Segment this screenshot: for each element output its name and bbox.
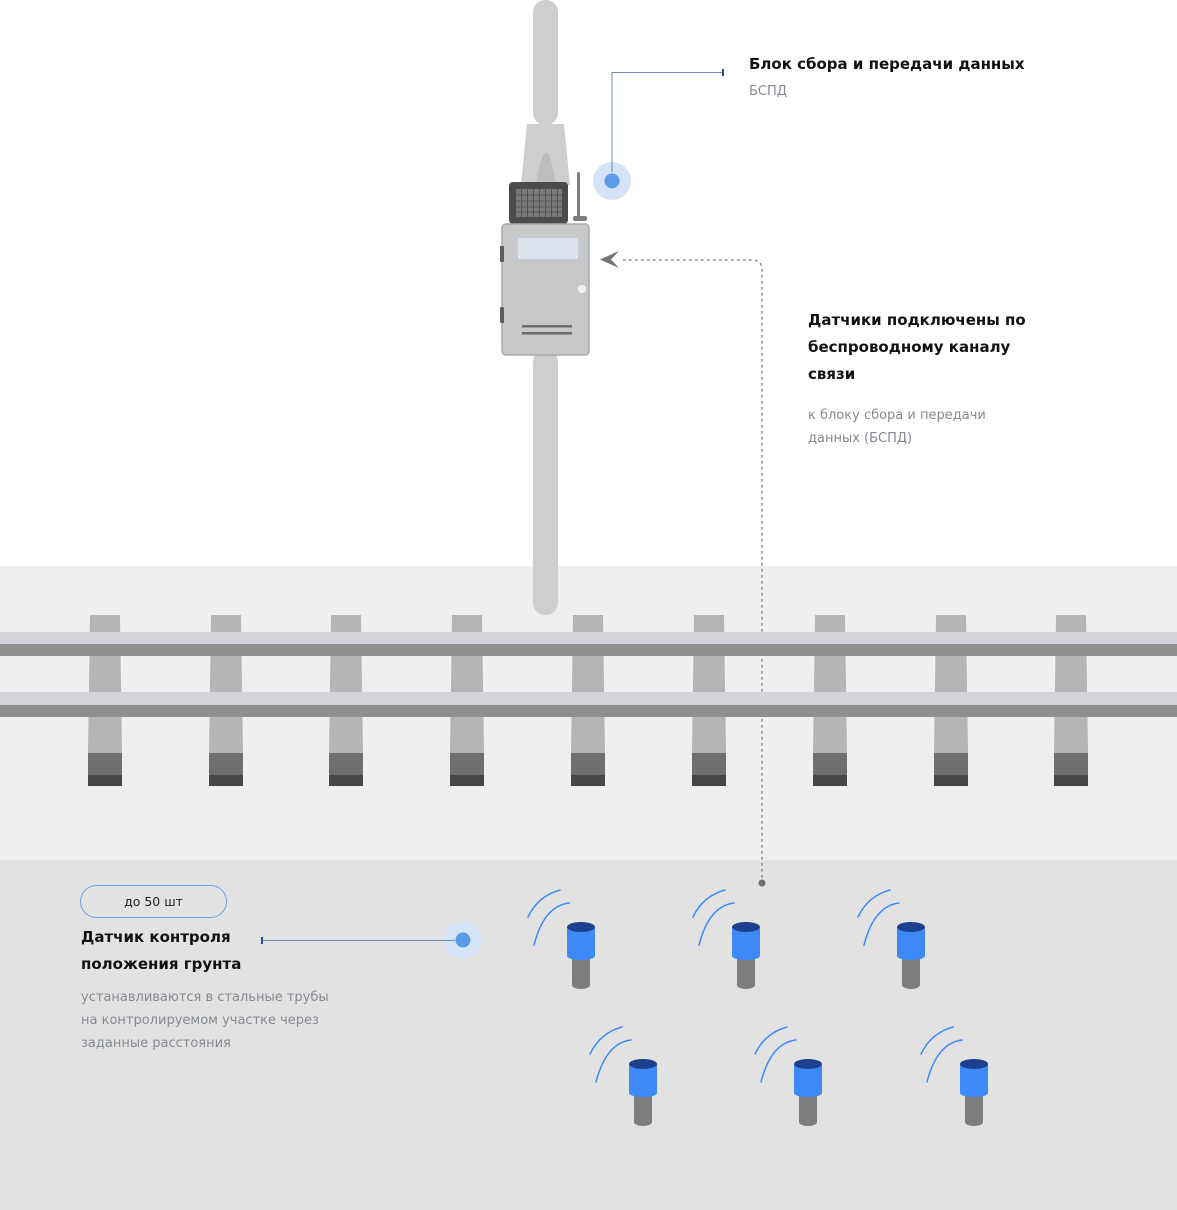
wireless-title-line: беспроводному каналу xyxy=(808,338,1011,356)
wireless-signal-icon xyxy=(527,889,561,918)
wireless-title-line: связи xyxy=(808,365,856,383)
antenna-icon xyxy=(577,172,580,220)
wireless-signal-icon xyxy=(533,902,570,946)
ground-sensor xyxy=(920,1026,988,1126)
wireless-signal-icon xyxy=(857,889,891,918)
wireless-signal-icon xyxy=(595,1039,632,1083)
wireless-title-line: Датчики подключены по xyxy=(808,311,1026,329)
wireless-subtitle-line: данных (БСПД) xyxy=(808,431,913,446)
sensor-count-badge: до 50 шт xyxy=(80,885,227,918)
wireless-signal-icon xyxy=(698,902,735,946)
wireless-text: Датчики подключены по беспроводному кана… xyxy=(808,307,1026,450)
sensor-marker xyxy=(455,932,471,948)
ground-sensor xyxy=(857,889,925,989)
rails xyxy=(0,632,1177,717)
sensor-text: Датчик контроля положения грунта устанав… xyxy=(81,924,329,1055)
wireless-link xyxy=(600,251,766,887)
sensor-subtitle-line: устанавливаются в стальные трубы xyxy=(81,990,329,1005)
arrowhead-icon xyxy=(600,251,619,268)
wireless-signal-icon xyxy=(863,902,900,946)
wireless-signal-icon xyxy=(920,1026,954,1055)
sensor-subtitle-line: заданные расстояния xyxy=(81,1036,231,1051)
ground-sensor xyxy=(692,889,760,989)
wireless-signal-icon xyxy=(589,1026,623,1055)
bspd-title: Блок сбора и передачи данных xyxy=(749,55,1025,73)
ground-sensor xyxy=(527,889,595,989)
sensor-title-line: Датчик контроля xyxy=(81,928,231,946)
wireless-signal-icon xyxy=(926,1039,963,1083)
bspd-callout xyxy=(593,69,724,200)
ground-zone-background xyxy=(0,860,1177,1210)
ground-sensor xyxy=(754,1026,822,1126)
wireless-subtitle-line: к блоку сбора и передачи xyxy=(808,408,986,423)
pole xyxy=(521,0,570,615)
wireless-signal-icon xyxy=(760,1039,797,1083)
sensors xyxy=(527,889,988,1126)
bspd-unit xyxy=(500,172,590,356)
sensor-subtitle-line: на контролируемом участке через xyxy=(81,1013,319,1028)
bspd-marker xyxy=(604,173,620,189)
ground-sensor xyxy=(589,1026,657,1126)
sensor-title-line: положения грунта xyxy=(81,955,242,973)
sensor-callout xyxy=(261,921,482,959)
wireless-signal-icon xyxy=(754,1026,788,1055)
bspd-subtitle: БСПД xyxy=(749,84,787,99)
wireless-signal-icon xyxy=(692,889,726,918)
